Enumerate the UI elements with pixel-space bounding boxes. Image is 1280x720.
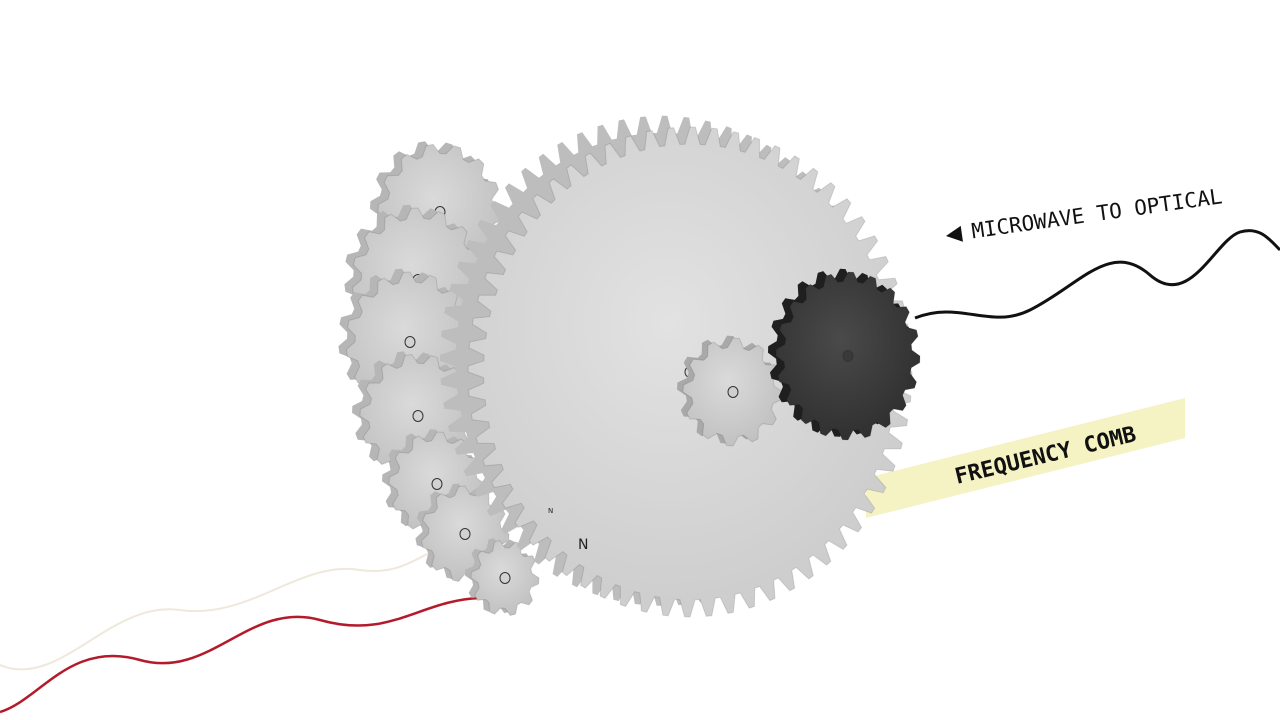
stack-gear-7 (465, 538, 540, 617)
dark-optical-gear (768, 268, 921, 441)
gear-mark-small: N (548, 507, 553, 515)
stack-gear-6-axle-hole (459, 528, 471, 540)
stack-gear-3-axle-hole (404, 336, 416, 348)
red-signal-wave (0, 596, 481, 714)
left-pointing-triangle-icon (946, 225, 963, 242)
faint-signal-wave (0, 547, 441, 671)
gear-mark-large: N (578, 537, 588, 553)
left-gear-stack (338, 141, 540, 617)
black-signal-wave (914, 229, 1280, 320)
stack-gear-7-axle-hole (499, 572, 511, 584)
stack-gear-5-axle-hole (431, 478, 443, 490)
stack-gear-4-axle-hole (412, 410, 424, 422)
small-light-gear-axle-hole (727, 386, 739, 398)
front-gears (677, 268, 921, 447)
microwave-to-optical-text: MICROWAVE TO OPTICAL (970, 184, 1224, 243)
dark-optical-gear-axle-hole (842, 350, 854, 362)
microwave-to-optical-label: MICROWAVE TO OPTICAL (946, 184, 1224, 243)
small-light-gear (677, 335, 784, 447)
frequency-comb-band (866, 398, 1185, 518)
